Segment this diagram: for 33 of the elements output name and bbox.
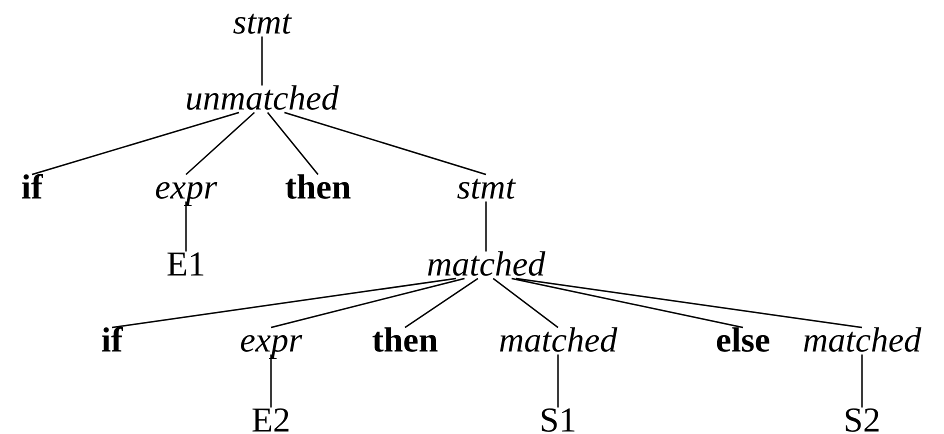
tree-edge — [512, 278, 744, 328]
nonterminal-label: matched — [802, 322, 922, 358]
keyword-label: then — [284, 170, 352, 204]
nonterminal-label: stmt — [232, 4, 292, 40]
terminal-label: E2 — [250, 402, 292, 434]
tree-edge — [557, 354, 559, 408]
tree-edge — [261, 36, 263, 86]
keyword-label: else — [714, 322, 772, 358]
tree-edge — [404, 278, 478, 328]
tree-edge — [284, 112, 486, 176]
tree-edge — [516, 278, 862, 328]
keyword-label: then — [370, 322, 440, 358]
nonterminal-label: unmatched — [184, 80, 340, 116]
tree-edge — [185, 202, 187, 252]
terminal-label: S1 — [538, 402, 578, 434]
keyword-label: if — [100, 322, 124, 358]
tree-edge — [485, 202, 487, 252]
nonterminal-label: stmt — [456, 170, 516, 204]
nonterminal-label: expr — [238, 322, 304, 358]
tree-edge — [492, 278, 558, 328]
tree-edge — [32, 112, 240, 176]
tree-edge — [270, 354, 272, 408]
terminal-label: S2 — [842, 402, 882, 434]
tree-edge — [267, 112, 319, 175]
terminal-label: E1 — [166, 246, 206, 282]
tree-edge — [186, 112, 255, 176]
nonterminal-label: matched — [426, 246, 546, 282]
nonterminal-label: expr — [154, 170, 218, 204]
tree-edge — [861, 354, 863, 408]
tree-edge — [270, 278, 465, 328]
tree-edge — [112, 278, 456, 328]
nonterminal-label: matched — [498, 322, 618, 358]
keyword-label: if — [20, 170, 44, 204]
